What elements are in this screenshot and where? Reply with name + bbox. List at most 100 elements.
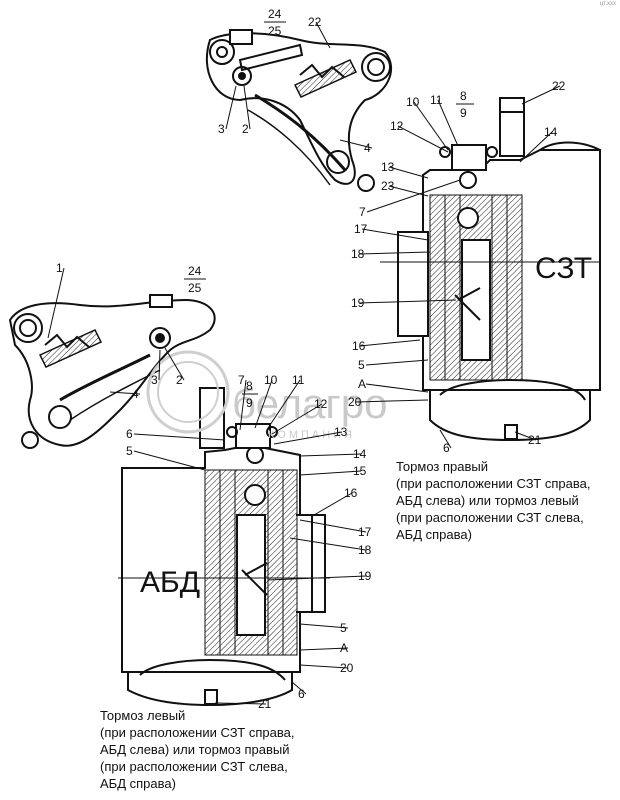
leader-line [365,383,429,393]
callout-label: 17 [354,222,368,236]
callout-label: 13 [334,425,348,439]
callout-label: 6 [298,687,305,701]
leader-line [109,391,141,395]
leader-line [267,379,301,429]
caption-line: Тормоз правый [396,459,488,474]
callout-label: 6 [126,427,133,441]
svg-text:25: 25 [188,281,202,295]
leader-line [299,470,362,476]
callout-label: 5 [358,358,365,372]
callout-label: 20 [348,395,362,409]
callout-label: A [358,377,366,391]
leader-line [315,21,331,49]
leader-line [158,349,161,381]
leader-line [243,85,251,130]
lower-assembly-label: АБД [140,566,200,599]
callout-label: 14 [544,125,558,139]
callout-label: 2 [176,373,183,387]
caption-line: (при расположении СЗТ слева, [396,510,584,525]
callout-label: 3 [151,373,158,387]
leader-line [439,429,452,449]
leader-line [133,433,226,441]
callout-label: 22 [308,15,322,29]
svg-text:9: 9 [246,396,253,410]
callout-label: 16 [352,339,366,353]
watermark-sub: КОМПАНИЯ [268,429,355,441]
callout-label: 21 [528,433,542,447]
leader-line [254,379,273,429]
leader-line [358,299,457,304]
callout-label: 3 [218,122,225,136]
leader-line [397,125,449,153]
upper-brake-drawing [397,97,601,442]
callout-label: A [340,641,348,655]
svg-text:8: 8 [460,89,467,103]
upper-lever-fraction: 24 25 [264,7,286,38]
callout-label: 7 [359,205,366,219]
callout-label: 18 [358,543,372,557]
svg-text:9: 9 [460,106,467,120]
svg-text:8: 8 [246,379,253,393]
callout-label: 18 [351,247,365,261]
caption-line: (при расположении СЗТ слева, [100,759,288,774]
leader-line [437,99,459,147]
callout-label: 6 [443,441,450,455]
callout-label: 23 [381,179,395,193]
svg-text:25: 25 [268,24,282,38]
leader-line [365,359,429,366]
callout-label: 13 [381,160,395,174]
caption-right-brake: Тормоз правый (при расположении СЗТ спра… [396,458,590,543]
leader-line [355,399,429,403]
leader-line [361,228,429,241]
leader-line [299,623,349,629]
callout-label: 5 [340,621,347,635]
lower-lever-fraction: 24 25 [184,264,206,295]
caption-line: Тормоз левый [100,708,186,723]
callout-label: 4 [132,387,139,401]
callout-label: 19 [351,296,365,310]
leader-line [164,347,185,381]
leader-line [313,492,353,516]
leader-lines [47,21,561,705]
callout-label: 2 [242,122,249,136]
leader-line [239,379,247,431]
callout-label: 15 [353,464,367,478]
lower-brake-fraction: 8 9 [242,379,258,410]
leader-line [289,537,367,551]
leader-line [519,131,553,163]
leader-line [339,139,373,149]
upper-brake-fraction: 8 9 [456,89,474,120]
leader-line [388,166,429,179]
callout-label: 11 [430,93,443,107]
svg-text:24: 24 [188,264,202,278]
leader-line [299,453,362,457]
callout-label: 17 [358,525,372,539]
leader-line [299,647,349,651]
callout-label: 14 [353,447,367,461]
callout-label: 11 [292,373,305,387]
svg-text:24: 24 [268,7,282,21]
leader-line [299,664,349,669]
leader-line [366,179,461,213]
caption-left-brake: Тормоз левый (при расположении СЗТ справ… [100,707,294,792]
callout-label: 20 [340,661,354,675]
leader-line [521,85,561,105]
leader-line [359,339,421,347]
leader-line [133,450,206,471]
leader-line [225,85,237,130]
upper-assembly-label: СЗТ [535,252,592,285]
lower-lever-drawing [8,294,216,449]
leader-line [299,519,367,533]
lower-brake-drawing [121,387,326,707]
leader-line [358,251,431,255]
callout-label: 1 [56,261,63,275]
callout-label: 4 [364,141,371,155]
callout-label: 22 [552,79,566,93]
leader-line [214,702,267,705]
caption-line: АБД слева) или тормоз левый [396,493,579,508]
leader-line [514,431,537,441]
caption-line: АБД справа) [100,776,176,791]
leader-line [413,101,449,151]
